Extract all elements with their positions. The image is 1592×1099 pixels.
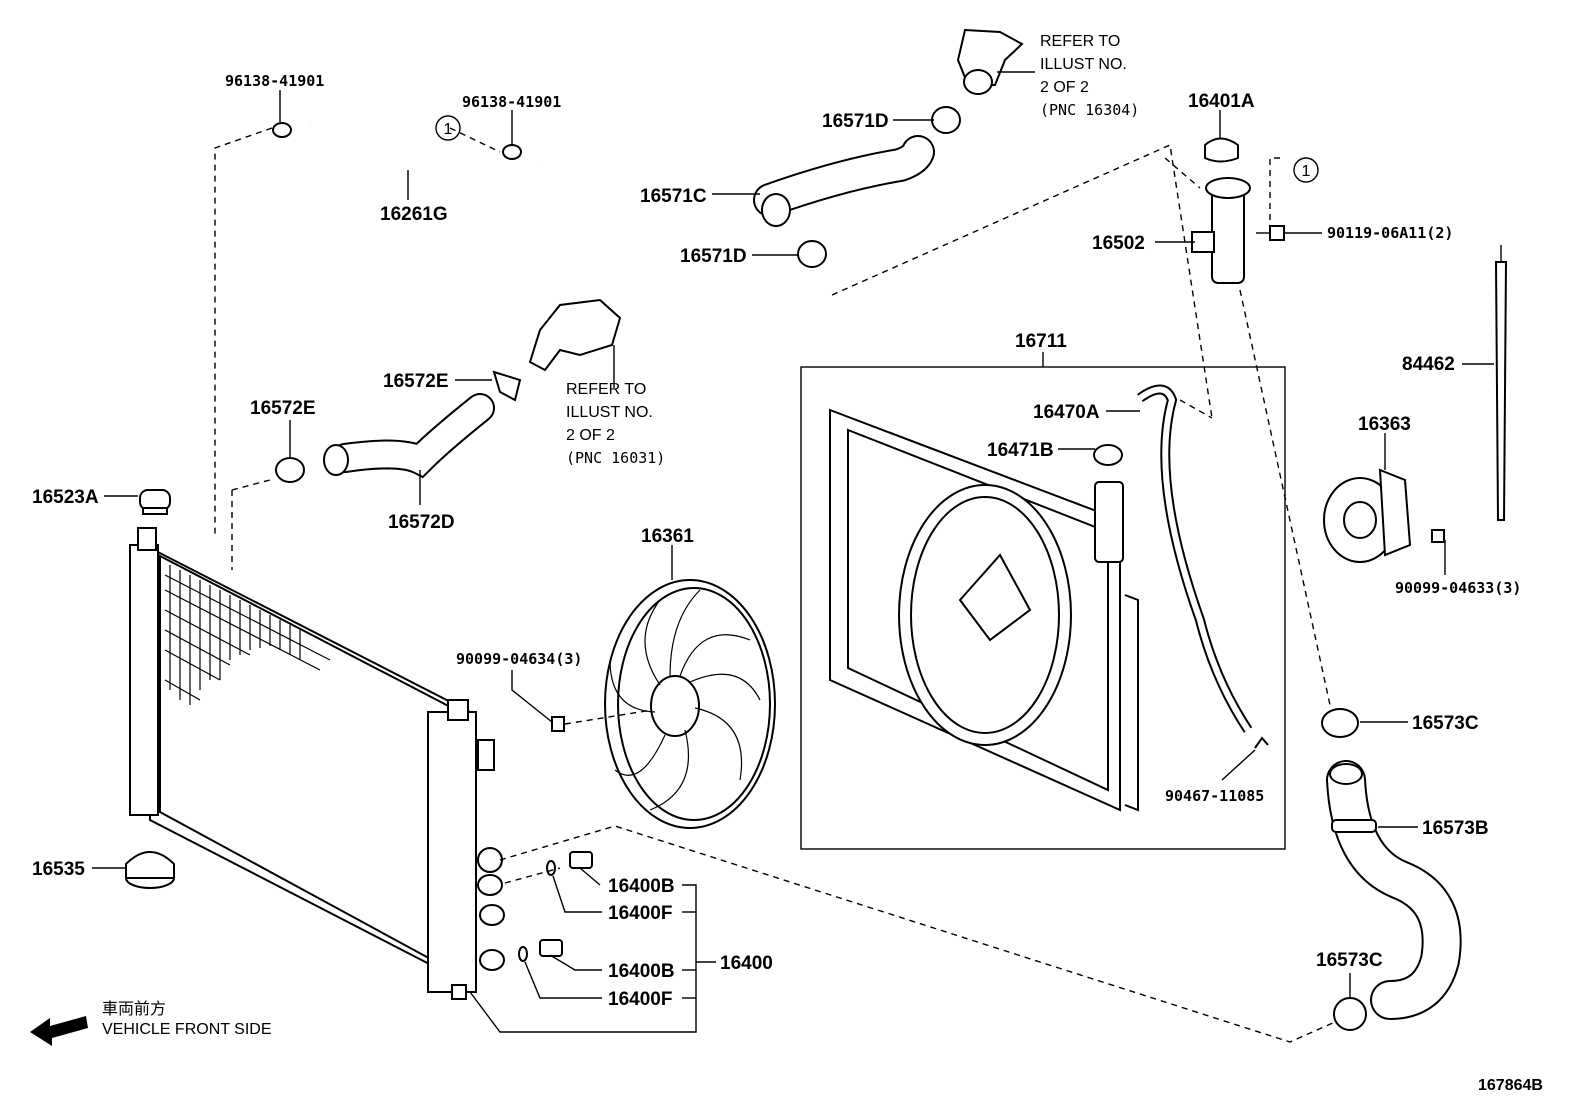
label-16711: 16711 — [1015, 331, 1067, 352]
label-96138-a: 96138-41901 — [225, 72, 324, 90]
label-90099-04633: 90099-04633(3) — [1395, 579, 1521, 597]
label-16261g: 16261G — [380, 204, 448, 225]
label-16573c-top: 16573C — [1412, 713, 1479, 734]
arrow-left-icon — [30, 1016, 88, 1046]
hose-16470a — [1137, 384, 1253, 733]
screw-90099-04633 — [1431, 529, 1445, 543]
clamp-16571d-bot — [797, 240, 827, 268]
clamp-16573c-top — [1321, 708, 1359, 738]
radiator-assembly — [129, 527, 505, 1000]
svg-text:(PNC 16304): (PNC 16304) — [1040, 101, 1139, 119]
label-16400f-a: 16400F — [608, 903, 672, 924]
o-ring-16400f-a — [546, 860, 556, 876]
label-16471b: 16471B — [987, 440, 1054, 461]
svg-text:1: 1 — [444, 121, 453, 138]
svg-text:2 OF 2: 2 OF 2 — [566, 427, 615, 444]
water-inlet — [528, 298, 622, 372]
svg-text:(PNC 16031): (PNC 16031) — [566, 449, 665, 467]
svg-text:ILLUST NO.: ILLUST NO. — [1040, 56, 1127, 73]
label-16363: 16363 — [1358, 414, 1411, 435]
label-16572e-left: 16572E — [250, 398, 316, 419]
screw-90099-04634 — [551, 709, 653, 732]
label-16361: 16361 — [641, 526, 694, 547]
reservoir-cap-16401a — [1204, 137, 1239, 163]
svg-text:ILLUST NO.: ILLUST NO. — [566, 404, 653, 421]
drain-plug-16400b-b — [539, 939, 563, 957]
label-16573b: 16573B — [1422, 818, 1489, 839]
refer-note-top: REFER TO ILLUST NO. 2 OF 2 (PNC 16304) — [1040, 33, 1139, 119]
front-en-label: VEHICLE FRONT SIDE — [102, 1021, 272, 1038]
label-90099-04634: 90099-04634(3) — [456, 650, 582, 668]
fan-shroud — [829, 408, 1139, 812]
tube-84462 — [1494, 245, 1508, 521]
clamp-16572e-top — [492, 370, 522, 402]
label-16571d-top: 16571D — [822, 111, 889, 132]
filler-neck-16502 — [1191, 177, 1251, 284]
svg-text:2 OF 2: 2 OF 2 — [1040, 79, 1089, 96]
label-16573c-bot: 16573C — [1316, 950, 1383, 971]
label-16535: 16535 — [32, 859, 85, 880]
label-90119: 90119-06A11(2) — [1327, 224, 1453, 242]
label-16523a: 16523A — [32, 487, 99, 508]
vehicle-front-indicator: 車両前方 VEHICLE FRONT SIDE — [30, 1000, 272, 1046]
clamp-96138-b — [502, 144, 522, 160]
dashed-reference-lines — [214, 127, 1336, 1043]
callout-circle-1b: 1 — [1293, 157, 1319, 183]
svg-text:REFER TO: REFER TO — [1040, 33, 1120, 50]
hose-16573b — [1326, 760, 1462, 1020]
fan-16361 — [604, 579, 776, 829]
clamp-16571d-top — [931, 106, 961, 134]
label-16571d-bot: 16571D — [680, 246, 747, 267]
label-16470a: 16470A — [1033, 402, 1100, 423]
svg-text:1: 1 — [1302, 163, 1311, 180]
drain-plug-16400b-a — [569, 851, 593, 869]
hose-16571c — [753, 135, 935, 227]
fan-motor-16363 — [1323, 468, 1412, 563]
clamp-band-16573b — [1331, 819, 1377, 833]
label-16400b-a: 16400B — [608, 876, 675, 897]
part-labels: 96138-41901 96138-41901 16261G 16571D 16… — [32, 72, 1521, 1010]
leader-lines — [92, 71, 1494, 1033]
label-84462: 84462 — [1402, 354, 1455, 375]
callout-circle-1a: 1 — [435, 115, 461, 141]
front-jp-label: 車両前方 — [102, 1000, 166, 1018]
clamp-16573c-bot — [1333, 997, 1367, 1031]
radiator-cap-16523a — [139, 489, 171, 515]
svg-text:REFER TO: REFER TO — [566, 381, 646, 398]
cushion-16535 — [125, 851, 175, 889]
bolt-90119 — [1256, 225, 1285, 241]
refer-note-mid: REFER TO ILLUST NO. 2 OF 2 (PNC 16031) — [566, 381, 665, 467]
clamp-16572e-left — [275, 457, 305, 483]
label-96138-b: 96138-41901 — [462, 93, 561, 111]
label-16401a: 16401A — [1188, 91, 1255, 112]
clip-90467 — [1254, 736, 1269, 749]
label-16502: 16502 — [1092, 233, 1145, 254]
figure-id: 167864B — [1478, 1077, 1543, 1094]
hose-16572d — [323, 393, 495, 479]
label-16572d: 16572D — [388, 512, 455, 533]
label-90467: 90467-11085 — [1165, 787, 1264, 805]
label-16400b-b: 16400B — [608, 961, 675, 982]
label-16400f-b: 16400F — [608, 989, 672, 1010]
thermostat-housing — [956, 28, 1024, 95]
clamp-16471b — [1093, 444, 1123, 466]
o-ring-16400f-b — [518, 946, 528, 962]
label-16400: 16400 — [720, 953, 773, 974]
clamp-96138-a — [272, 122, 292, 138]
label-16572e-top: 16572E — [383, 371, 449, 392]
label-16571c: 16571C — [640, 186, 707, 207]
hose-16261g — [308, 115, 547, 184]
